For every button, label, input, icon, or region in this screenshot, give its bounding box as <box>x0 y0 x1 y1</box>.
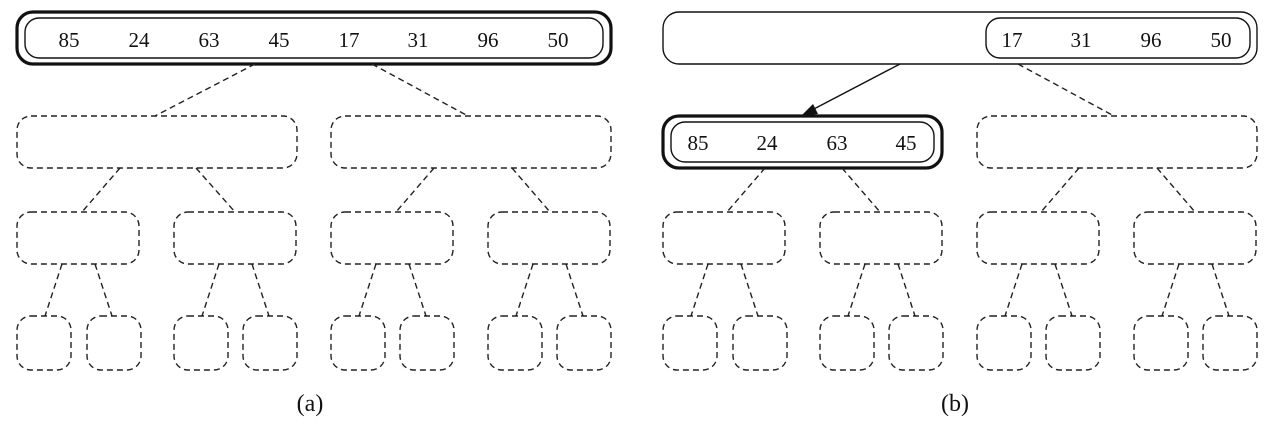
root-value: 85 <box>59 28 80 52</box>
leaf-node <box>242 315 298 371</box>
arrowhead <box>801 104 818 116</box>
level2-node <box>16 211 140 265</box>
child-value: 24 <box>757 131 779 155</box>
tree-edge <box>690 263 709 317</box>
root-node-inner <box>985 17 1251 59</box>
level2-node <box>662 211 786 265</box>
tree-edge <box>1040 167 1080 213</box>
root-node-outer <box>662 11 1258 65</box>
leaf-node <box>819 315 875 371</box>
panel-b: 17 31 96 50 85 24 63 45 <box>661 11 1258 417</box>
tree-edge <box>395 167 435 213</box>
root-value: 63 <box>199 28 220 52</box>
root-value: 96 <box>478 28 499 52</box>
leaf-node <box>330 315 386 371</box>
tree-edge <box>847 263 866 317</box>
level2-node <box>819 211 943 265</box>
level1-node-active-inner <box>670 121 935 163</box>
child-value: 63 <box>827 131 848 155</box>
level1-node <box>330 115 612 169</box>
leaf-node <box>888 315 944 371</box>
root-value: 31 <box>408 28 429 52</box>
tree-edge <box>1161 263 1180 317</box>
root-value: 17 <box>1002 28 1023 52</box>
tree-edge <box>44 263 63 317</box>
tree-edge <box>726 167 766 213</box>
tree-edge <box>897 263 916 317</box>
child-value: 45 <box>896 131 917 155</box>
level1-node <box>976 115 1258 169</box>
level2-node <box>330 211 454 265</box>
panel-caption: (a) <box>297 391 324 417</box>
root-value: 50 <box>1211 28 1232 52</box>
level2-node <box>976 211 1100 265</box>
tree-edge <box>371 63 469 117</box>
tree-edge <box>201 263 220 317</box>
level1-node-active-outer <box>661 114 944 170</box>
leaf-node <box>976 315 1032 371</box>
leaf-node <box>1202 315 1258 371</box>
leaf-node <box>1133 315 1189 371</box>
leaf-node <box>16 315 72 371</box>
child-value: 85 <box>688 131 709 155</box>
root-value: 31 <box>1071 28 1092 52</box>
root-value: 96 <box>1141 28 1162 52</box>
leaf-node <box>732 315 788 371</box>
tree-edge <box>1004 263 1023 317</box>
tree-edge <box>511 167 551 213</box>
tree-edge <box>1156 167 1196 213</box>
tree-edge <box>195 167 236 213</box>
tree-edge <box>408 263 427 317</box>
tree-edge <box>1017 63 1115 117</box>
active-edge-arrow <box>811 63 901 111</box>
panel-caption: (b) <box>941 391 969 417</box>
tree-edge <box>358 263 377 317</box>
leaf-node <box>399 315 455 371</box>
panel-a: 85 24 63 45 17 31 96 50 <box>15 10 613 417</box>
leaf-node <box>173 315 229 371</box>
tree-edge <box>515 263 534 317</box>
tree-edge <box>154 63 256 117</box>
leaf-node <box>1045 315 1101 371</box>
tree-edge <box>1054 263 1073 317</box>
tree-edge <box>740 263 759 317</box>
leaf-node <box>556 315 612 371</box>
leaf-node <box>487 315 543 371</box>
level2-node <box>487 211 611 265</box>
tree-edge <box>81 167 121 213</box>
tree-edge <box>94 263 113 317</box>
root-value: 24 <box>129 28 151 52</box>
root-node-inner <box>24 17 604 59</box>
root-value: 17 <box>339 28 360 52</box>
leaf-node <box>86 315 142 371</box>
root-value: 50 <box>548 28 569 52</box>
level2-node <box>173 211 297 265</box>
level2-node <box>1133 211 1257 265</box>
tree-edge <box>1211 263 1230 317</box>
root-value: 45 <box>269 28 290 52</box>
level1-node <box>16 115 298 169</box>
root-node-outer <box>15 10 613 66</box>
tree-edge <box>565 263 584 317</box>
tree-edge <box>841 167 881 213</box>
tree-edge <box>251 263 270 317</box>
leaf-node <box>662 315 718 371</box>
